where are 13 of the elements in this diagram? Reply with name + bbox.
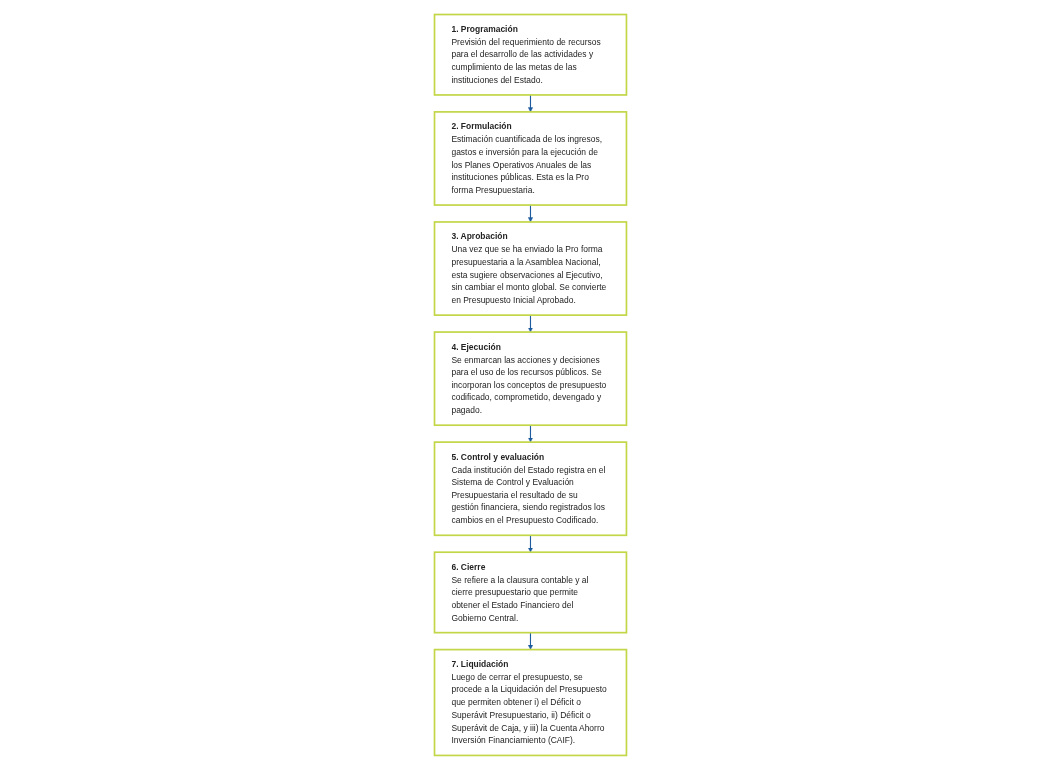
arrow xyxy=(527,314,533,332)
arrow xyxy=(527,534,533,552)
arrow xyxy=(527,204,533,222)
node-box: 5. Control y evaluación Cada institución del Estado registra en el Sistema de Control y Evaluación Presupuestaria el resultado de su gestión financiera, siendo registrados los cambios en el Presupuesto Codificado. xyxy=(433,440,627,536)
node-box: 6. Cierre Se refiere a la clausura contable y al cierre presupuestario que permite obtener el Estado Financiero del Gobierno Central. xyxy=(433,550,627,633)
node-box: 1. Programación Previsión del requerimiento de recursos para el desarrollo de las actividades y cumplimiento de las metas de las instituciones del Estado. xyxy=(433,13,627,96)
node-box: 7. Liquidación Luego de cerrar el presupuesto, se procede a la Liquidación del Presupuesto que permiten obtener i) el Déficit o Superávit Presupuestario, ii) Déficit o Superávit de Caja, y iii) la Cuenta Ahorro Inversión Financiamiento (CAIF). xyxy=(433,648,627,756)
arrow xyxy=(527,424,533,442)
node-box: 4. Ejecución Se enmarcan las acciones y decisiones para el uso de los recursos públicos. Se incorporan los conceptos de presupuesto codificado, comprometido, devengado y pagado. xyxy=(433,330,627,426)
arrow xyxy=(527,631,533,650)
node-box: 3. Aprobación Una vez que se ha enviado la Pro forma presupuestaria a la Asamblea Nacional, esta sugiere observaciones al Ejecutivo, sin cambiar el monto global. Se convierte en Presupuesto Inicial Aprobado. xyxy=(433,220,627,316)
arrow xyxy=(527,93,533,112)
node-box: 2. Formulación Estimación cuantificada de los ingresos, gastos e inversión para la ejecución de los Planes Operativos Anuales de las instituciones públicas. Esta es la Pro forma Presupuestaria. xyxy=(433,110,627,206)
